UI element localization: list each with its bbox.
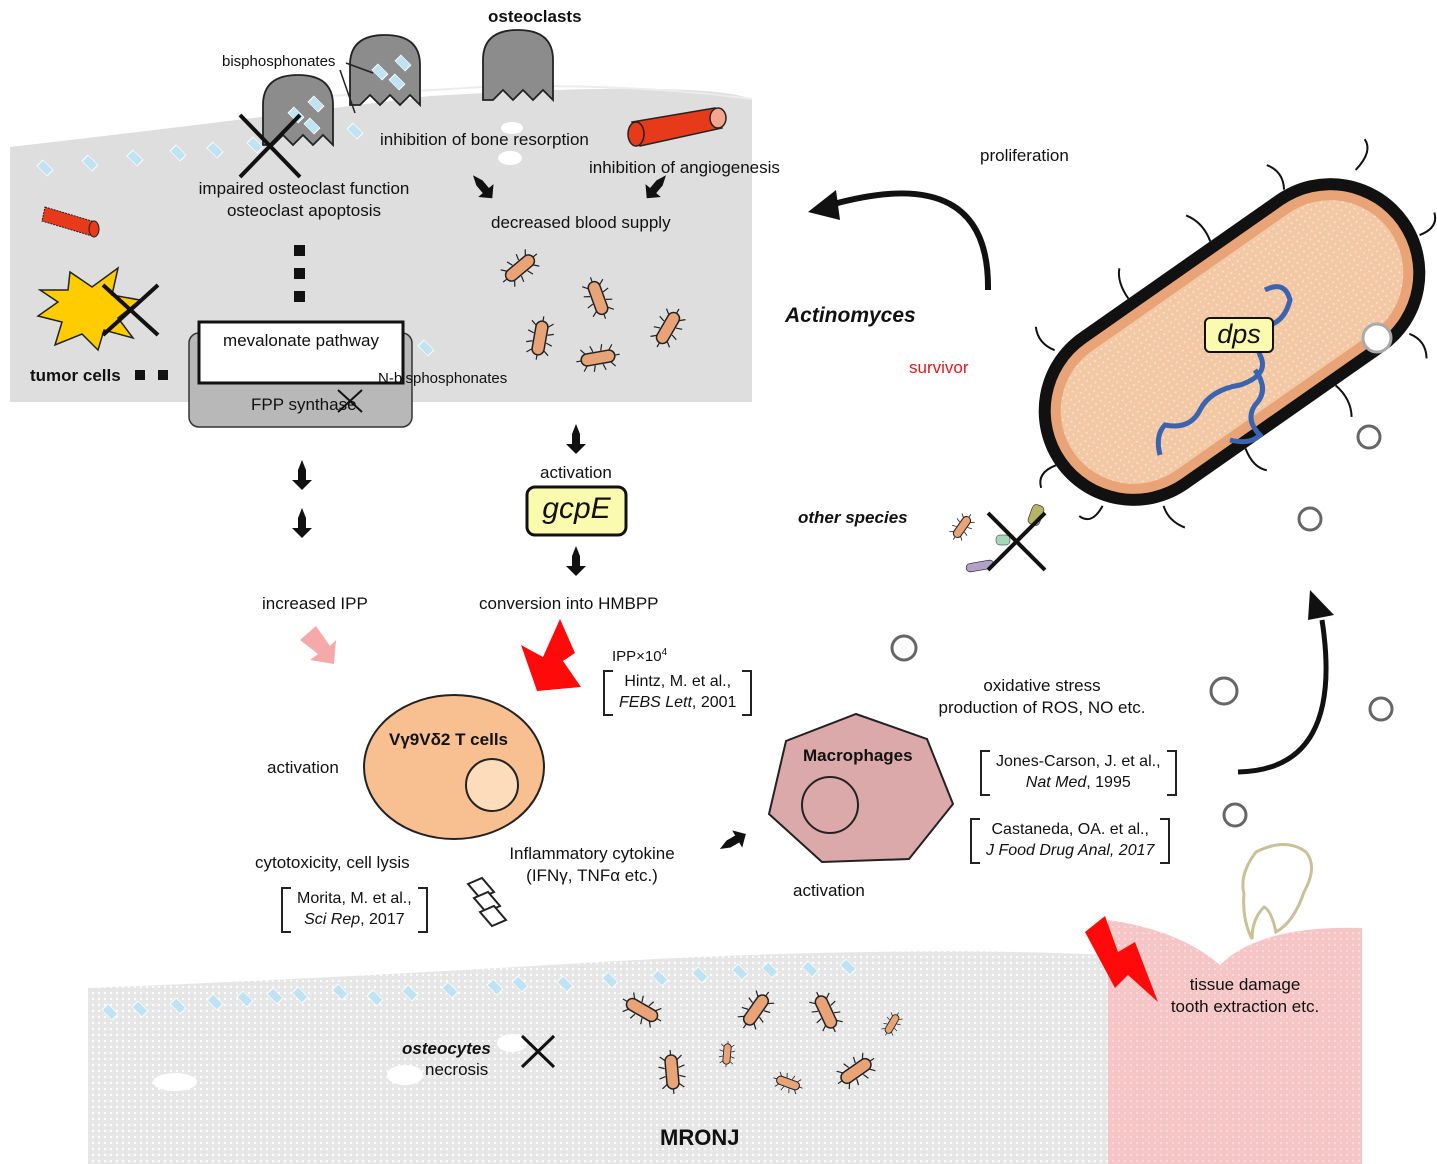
osteoclasts-label: osteoclasts xyxy=(488,6,582,28)
n-bisphosphonates-label: N-bisphosphonates xyxy=(378,369,507,389)
tissue-line-2: tooth extraction etc. xyxy=(1171,997,1319,1016)
tooth-icon xyxy=(1243,845,1312,940)
ref-morita: Morita, M. et al., Sci Rep, 2017 xyxy=(281,887,428,933)
other-species-label: other species xyxy=(798,507,908,529)
ipp-fold-sup: 4 xyxy=(662,647,668,658)
osteocytes-label: osteocytes xyxy=(402,1038,491,1060)
ref-castaneda-journal: J Food Drug Anal, 2017 xyxy=(986,842,1154,859)
ipp-fold-label: IPP×104 xyxy=(612,646,667,667)
ref-hintz: Hintz, M. et al., FEBS Lett, 2001 xyxy=(603,670,752,716)
ref-castaneda-authors: Castaneda, OA. et al., xyxy=(991,821,1148,838)
ref-jones-journal: Nat Med xyxy=(1026,774,1086,791)
t-cell xyxy=(364,695,544,839)
necrosis-label: necrosis xyxy=(425,1059,488,1081)
gum-tissue xyxy=(1108,920,1362,1164)
ref-jones-carson: Jones-Carson, J. et al., Nat Med, 1995 xyxy=(980,750,1177,796)
cytotoxicity-label: cytotoxicity, cell lysis xyxy=(255,852,410,874)
oxidative-line-2: production of ROS, NO etc. xyxy=(939,698,1146,717)
macrophage-cell xyxy=(769,714,953,862)
bisphosphonates-label: bisphosphonates xyxy=(222,52,335,72)
actinomyces-label: Actinomyces xyxy=(785,302,916,329)
ref-hintz-authors: Hintz, M. et al., xyxy=(624,673,731,690)
fpp-synthase-label: FPP synthase xyxy=(251,394,357,416)
tumor-cells-label: tumor cells xyxy=(30,365,121,387)
ref-castaneda: Castaneda, OA. et al., J Food Drug Anal,… xyxy=(970,818,1170,864)
lower-bone-tissue xyxy=(88,951,1110,1164)
impaired-line-1: impaired osteoclast function xyxy=(199,179,410,198)
decreased-blood-supply-label: decreased blood supply xyxy=(491,212,671,234)
ref-hintz-year: , 2001 xyxy=(692,694,736,711)
oxidative-stress-label: oxidative stress production of ROS, NO e… xyxy=(924,675,1160,719)
mevalonate-pathway-label: mevalonate pathway xyxy=(205,330,397,353)
dps-label: dps xyxy=(1205,318,1273,350)
tissue-line-1: tissue damage xyxy=(1190,975,1301,994)
proliferation-arrow xyxy=(830,193,988,290)
osteoclast-cell-1 xyxy=(263,75,333,145)
ref-morita-journal: Sci Rep xyxy=(304,911,360,928)
macrophages-label: Macrophages xyxy=(803,745,913,767)
oxidative-line-1: oxidative stress xyxy=(983,676,1100,695)
impaired-line-2: osteoclast apoptosis xyxy=(227,201,381,220)
pink-arrow xyxy=(300,626,336,664)
gcpe-label: gcpE xyxy=(527,491,626,527)
cytokine-line-1: Inflammatory cytokine xyxy=(509,844,674,863)
ref-jones-authors: Jones-Carson, J. et al., xyxy=(996,753,1161,770)
survivor-label: survivor xyxy=(909,357,969,379)
ref-hintz-journal: FEBS Lett xyxy=(619,694,692,711)
activation-t-label: activation xyxy=(267,757,339,779)
t-cells-label: Vγ9Vδ2 T cells xyxy=(389,729,508,751)
activation-gcpe-label: activation xyxy=(540,462,612,484)
oxidative-arrow xyxy=(1238,620,1326,772)
mronj-label: MRONJ xyxy=(660,1124,739,1153)
activation-macrophage-label: activation xyxy=(793,880,865,902)
red-arrow xyxy=(521,619,581,691)
conversion-hmbpp-label: conversion into HMBPP xyxy=(479,593,659,615)
tissue-damage-label: tissue damage tooth extraction etc. xyxy=(1160,974,1330,1018)
ipp-fold-text: IPP×10 xyxy=(612,648,662,665)
osteoclast-cell-3 xyxy=(483,30,553,100)
cytokine-label: Inflammatory cytokine (IFNγ, TNFα etc.) xyxy=(496,843,688,887)
inhibition-bone-resorption-label: inhibition of bone resorption xyxy=(380,129,589,151)
proliferation-label: proliferation xyxy=(980,145,1069,167)
ref-jones-year: , 1995 xyxy=(1086,774,1130,791)
impaired-osteoclast-label: impaired osteoclast function osteoclast … xyxy=(186,178,422,222)
osteoclast-cell-2 xyxy=(350,35,420,105)
ref-morita-authors: Morita, M. et al., xyxy=(297,890,412,907)
increased-ipp-label: increased IPP xyxy=(262,593,368,615)
cytokine-line-2: (IFNγ, TNFα etc.) xyxy=(526,866,658,885)
inhibition-angiogenesis-label: inhibition of angiogenesis xyxy=(589,157,780,179)
ref-morita-year: , 2017 xyxy=(360,911,404,928)
